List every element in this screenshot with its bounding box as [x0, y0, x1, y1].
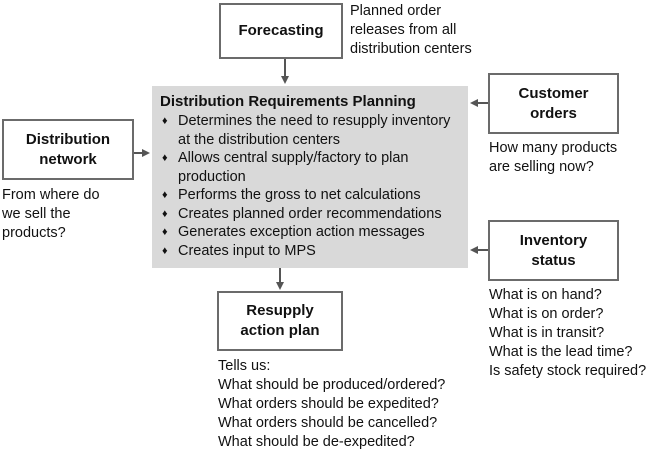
drp-bullet-text: Allows central supply/factory to plan pr…: [178, 150, 409, 185]
drp-bullet-text: Performs the gross to net calculations: [178, 187, 421, 203]
diamond-bullet-icon: ♦: [162, 226, 168, 238]
customer-orders-note: How many products are selling now?: [489, 139, 617, 177]
distribution-network-box: Distribution network: [2, 119, 134, 180]
resupply-note: Tells us: What should be produced/ordere…: [218, 357, 445, 452]
diamond-bullet-icon: ♦: [162, 244, 168, 257]
distribution-network-note-line: products?: [2, 225, 66, 241]
resupply-action-plan-box: Resupply action plan: [217, 291, 343, 351]
forecasting-note-line: distribution centers: [350, 41, 472, 57]
resupply-note-line: What orders should be expedited?: [218, 396, 439, 412]
drp-bullet-text: Generates exception action messages: [178, 224, 425, 240]
drp-title: Distribution Requirements Planning: [160, 93, 416, 110]
drp-bullet: ♦ Performs the gross to net calculations: [160, 186, 460, 205]
forecasting-note: Planned order releases from all distribu…: [350, 2, 472, 59]
drp-bullet: ♦ Generates exception action messages: [160, 223, 460, 242]
distribution-network-note: From where do we sell the products?: [2, 186, 100, 243]
forecasting-title: Forecasting: [238, 22, 324, 39]
drp-bullet-text: Determines the need to resupply inventor…: [178, 113, 451, 148]
drp-bullet: ♦ Determines the need to resupply invento…: [160, 112, 460, 149]
inventory-status-note-line: What is in transit?: [489, 325, 605, 341]
diamond-bullet-icon: ♦: [162, 152, 168, 164]
distribution-network-title-line: Distribution: [25, 130, 111, 148]
inventory-status-box: Inventory status: [488, 220, 619, 281]
customer-orders-title-line: Customer: [518, 84, 589, 102]
resupply-title-line: action plan: [240, 322, 320, 339]
resupply-note-line: What should be de-expedited?: [218, 434, 415, 450]
customer-orders-note-line: are selling now?: [489, 159, 594, 175]
drp-box: Distribution Requirements Planning ♦ Dete…: [152, 86, 468, 268]
drp-bullet: ♦ Allows central supply/factory to plan p…: [160, 149, 460, 186]
inventory-status-note-line: Is safety stock required?: [489, 363, 647, 379]
resupply-note-line: What should be produced/ordered?: [218, 377, 446, 393]
inventory-status-note-line: What is the lead time?: [489, 344, 633, 360]
drp-bullet-list: ♦ Determines the need to resupply invento…: [160, 112, 460, 260]
inventory-status-note: What is on hand? What is on order? What …: [489, 286, 646, 381]
customer-orders-title-line: orders: [530, 104, 577, 122]
distribution-network-note-line: we sell the: [2, 206, 71, 222]
forecasting-note-line: Planned order: [350, 3, 442, 19]
inventory-status-note-line: What is on hand?: [489, 287, 602, 303]
inventory-status-title-line: status: [531, 251, 576, 269]
distribution-network-title-line: network: [39, 150, 97, 168]
drp-bullet-text: Creates input to MPS: [178, 242, 316, 259]
diamond-bullet-icon: ♦: [162, 207, 168, 220]
diamond-bullet-icon: ♦: [162, 115, 168, 127]
drp-bullet: ♦ Creates planned order recommendations: [160, 205, 460, 224]
distribution-network-note-line: From where do: [2, 187, 100, 203]
resupply-title-line: Resupply: [246, 302, 314, 319]
drp-bullet: ♦ Creates input to MPS: [160, 242, 460, 261]
resupply-note-line: Tells us:: [218, 358, 271, 374]
resupply-note-line: What orders should be cancelled?: [218, 415, 438, 431]
drp-bullet-text: Creates planned order recommendations: [178, 205, 442, 222]
inventory-status-title-line: Inventory: [519, 231, 588, 249]
diamond-bullet-icon: ♦: [162, 189, 168, 201]
customer-orders-note-line: How many products: [489, 140, 618, 156]
inventory-status-note-line: What is on order?: [489, 306, 604, 322]
forecasting-box: Forecasting: [219, 3, 343, 59]
forecasting-note-line: releases from all: [350, 22, 457, 38]
customer-orders-box: Customer orders: [488, 73, 619, 134]
